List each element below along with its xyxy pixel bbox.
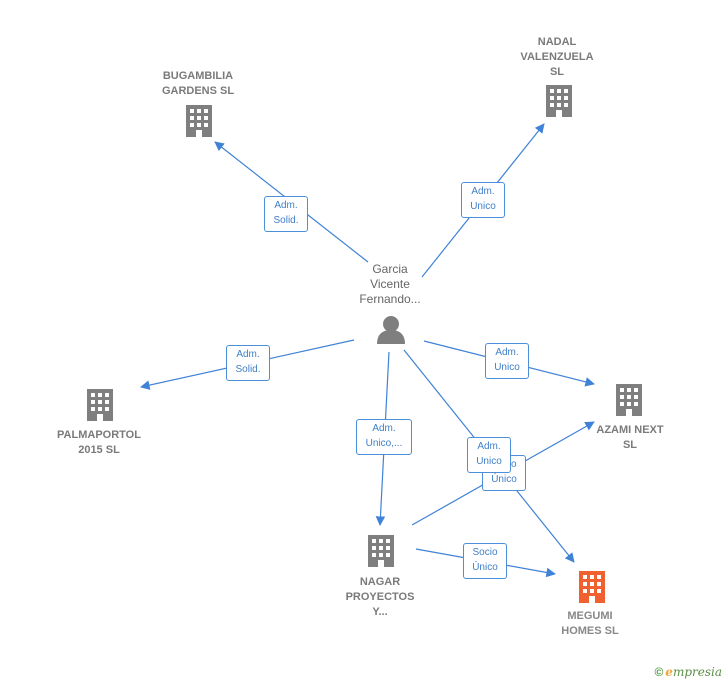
- edge-label-palmaportol: Adm. Solid.: [226, 345, 270, 381]
- node-label-azami[interactable]: AZAMI NEXT SL: [596, 424, 664, 451]
- brand-logo: ©empresia: [654, 665, 722, 679]
- building-icon-megumi: [579, 571, 605, 603]
- edge-label-megumi-admin: Adm. Unico: [467, 437, 511, 473]
- edge-label-nadal: Adm. Unico: [461, 182, 505, 218]
- node-label-palmaportol[interactable]: PALMAPORTOL 2015 SL: [57, 429, 141, 456]
- edge-label-megumi-socio: Socio Único: [463, 543, 507, 579]
- building-icon-nadal: [546, 85, 572, 117]
- node-label-bugambilia[interactable]: BUGAMBILIA GARDENS SL: [161, 70, 235, 97]
- edge-label-nagar: Adm. Unico,...: [356, 419, 412, 455]
- building-icon-azami: [616, 384, 642, 416]
- building-icon-bugambilia: [186, 105, 212, 137]
- person-icon: [377, 316, 405, 344]
- building-icon-nagar: [368, 535, 394, 567]
- node-label-megumi[interactable]: MEGUMI HOMES SL: [561, 610, 619, 637]
- node-label-nadal[interactable]: NADAL VALENZUELA SL: [520, 36, 594, 78]
- copyright-icon: ©: [654, 665, 664, 679]
- edge-label-azami: Adm. Unico: [485, 343, 529, 379]
- brand-name: mpresia: [672, 665, 722, 679]
- node-label-person[interactable]: Garcia Vicente Fernando...: [359, 262, 421, 306]
- building-icon-palmaportol: [87, 389, 113, 421]
- edge-label-bugambilia: Adm. Solid.: [264, 196, 308, 232]
- brand-e: e: [665, 665, 673, 679]
- node-label-nagar[interactable]: NAGAR PROYECTOS Y...: [345, 576, 415, 618]
